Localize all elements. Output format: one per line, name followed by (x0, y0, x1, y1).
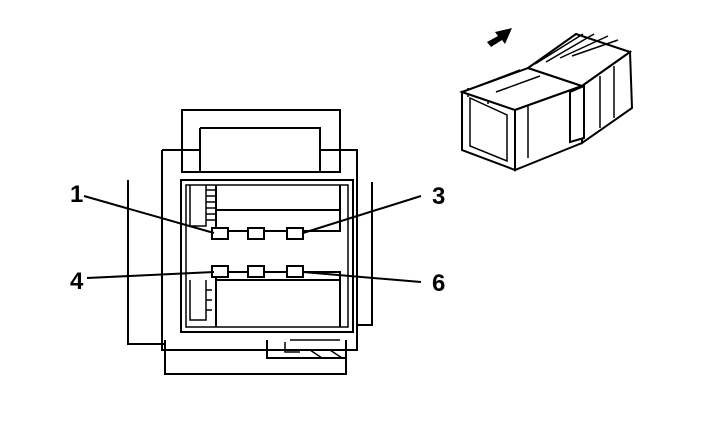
pin-label-6: 6 (432, 270, 445, 297)
pin-5 (247, 265, 265, 278)
leader-line-3 (302, 195, 422, 234)
pin-label-1: 1 (70, 181, 83, 208)
leader-line-6 (302, 271, 422, 283)
pin-2 (247, 227, 265, 240)
pin-1 (211, 227, 229, 240)
leader-line-1 (83, 195, 215, 234)
connector-front-view (127, 109, 373, 375)
arrow-up-right-icon (487, 28, 512, 47)
pin-3 (286, 227, 304, 240)
leader-line-4 (86, 271, 215, 279)
pin-label-4: 4 (70, 268, 84, 295)
pin-6 (286, 265, 304, 278)
connector-isometric-view (458, 32, 634, 172)
pin-4 (211, 265, 229, 278)
pin-label-3: 3 (432, 183, 445, 210)
